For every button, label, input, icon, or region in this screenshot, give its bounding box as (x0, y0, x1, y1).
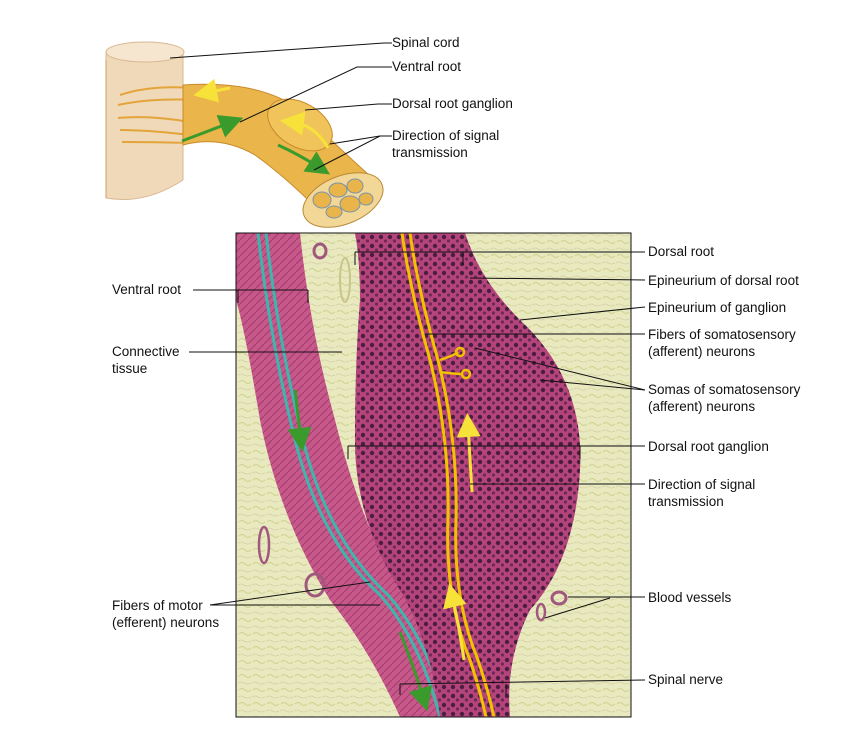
soma-2 (460, 368, 472, 380)
label-fibers-somato-line2: (afferent) neurons (648, 344, 756, 359)
micrograph (236, 233, 631, 717)
top-leader-lines (169, 42, 392, 171)
blood-vessel-1 (312, 242, 328, 260)
spinal-cord-shape (105, 45, 184, 201)
label-direction-micro-line2: transmission (648, 494, 724, 509)
top-efferent-arrow (193, 78, 231, 103)
label-ventral-root-top: Ventral root (392, 58, 461, 75)
spinal-nerve-illustration (105, 41, 384, 228)
label-direction-top: Direction of signal transmission (392, 127, 499, 161)
top-afferent-arrow (280, 111, 330, 149)
micro-yellow-arrow-1 (456, 413, 481, 493)
label-motor-fibers: Fibers of motor (efferent) neurons (112, 597, 219, 631)
label-drg-top-text: Dorsal root ganglion (392, 96, 513, 111)
dorsal-root-ganglion-shape (355, 233, 581, 717)
blood-vessel-3 (304, 572, 326, 598)
label-spinal-cord: Spinal cord (392, 34, 460, 51)
label-direction-micro-line1: Direction of signal (648, 477, 756, 492)
label-fibers-somatosensory: Fibers of somatosensory (afferent) neuro… (648, 326, 796, 360)
blood-vessel-4 (550, 590, 568, 606)
blood-vessel-5 (535, 602, 547, 622)
label-ventral-root-text: Ventral root (112, 282, 182, 297)
top-green-arrow-1 (181, 115, 244, 143)
label-dorsal-root: Dorsal root (648, 243, 714, 260)
label-somas-line1: Somas of somatosensory (648, 382, 801, 397)
afferent-fiber-1 (400, 233, 488, 717)
label-epineurium-ganglion-text: Epineurium of ganglion (648, 300, 787, 315)
micro-green-arrow-2 (398, 631, 433, 712)
label-spinal-nerve: Spinal nerve (648, 671, 723, 688)
micrograph-border (235, 232, 632, 718)
label-somas-somatosensory: Somas of somatosensory (afferent) neuron… (648, 381, 800, 415)
label-epineurium-dorsal-root: Epineurium of dorsal root (648, 272, 799, 289)
ventral-root-band (236, 233, 470, 717)
label-somas-line2: (afferent) neurons (648, 399, 756, 414)
label-motor-line1: Fibers of motor (112, 598, 203, 613)
label-direction-top-line1: Direction of signal (392, 128, 500, 143)
label-direction-micro: Direction of signal transmission (648, 476, 755, 510)
label-epineurium-dorsal-root-text: Epineurium of dorsal root (648, 273, 799, 288)
micro-green-arrow-1 (287, 389, 312, 452)
motor-fiber-2 (264, 233, 450, 717)
label-motor-line2: (efferent) neurons (112, 615, 220, 630)
motor-fiber-1 (256, 233, 442, 717)
label-blood-vessels: Blood vessels (648, 589, 731, 606)
afferent-fiber-2 (408, 233, 496, 717)
micrograph-leader-lines (189, 251, 646, 695)
top-green-arrow-2 (277, 143, 331, 175)
soma-1 (454, 346, 466, 358)
micro-yellow-arrow-2 (443, 583, 467, 661)
blood-vessel-2 (257, 525, 271, 565)
label-spinal-cord-text: Spinal cord (392, 35, 460, 50)
label-dorsal-root-text: Dorsal root (648, 244, 715, 259)
label-direction-top-line2: transmission (392, 145, 468, 160)
label-drg-text: Dorsal root ganglion (648, 439, 769, 454)
label-connective-line1: Connective (112, 344, 180, 359)
label-connective-line2: tissue (112, 361, 148, 376)
label-fibers-somato-line1: Fibers of somatosensory (648, 327, 796, 342)
label-ventral-root-top-text: Ventral root (392, 59, 462, 74)
label-drg: Dorsal root ganglion (648, 438, 769, 455)
label-epineurium-ganglion: Epineurium of ganglion (648, 299, 786, 316)
label-connective-tissue: Connective tissue (112, 343, 180, 377)
label-spinal-nerve-text: Spinal nerve (648, 672, 724, 687)
label-blood-vessels-text: Blood vessels (648, 590, 732, 605)
label-ventral-root: Ventral root (112, 281, 181, 298)
label-drg-top: Dorsal root ganglion (392, 95, 513, 112)
